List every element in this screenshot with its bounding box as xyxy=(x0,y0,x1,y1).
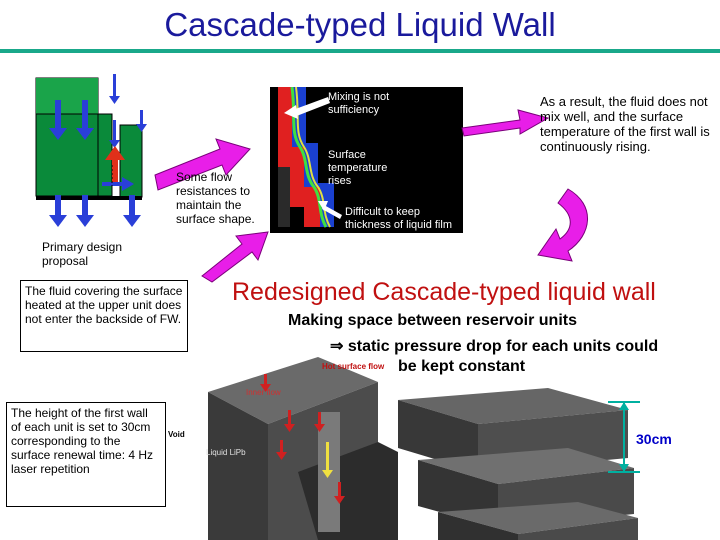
result-text: As a result, the fluid does not mix well… xyxy=(540,94,710,154)
primary-design-schematic xyxy=(35,74,147,227)
primary-design-label: Primary design proposal xyxy=(42,240,123,268)
magenta-arrow-diagonal xyxy=(201,231,269,283)
magenta-arrow-result xyxy=(461,109,550,137)
redesign-title: Redesigned Cascade-typed liquid wall xyxy=(232,278,656,306)
liquid-lipb-label: Liquid LiPb xyxy=(206,448,246,457)
sim-surface-temp-label: Surface temperature rises xyxy=(328,149,388,187)
simulation-image xyxy=(270,87,463,233)
redesign-line-1: Making space between reservoir units xyxy=(288,312,577,329)
cad-model-left xyxy=(208,357,398,540)
hot-surface-flow-label: Hot surface flow xyxy=(322,362,385,371)
title-rule xyxy=(0,49,720,53)
sim-mixing-label: Mixing is not sufficiency xyxy=(328,91,390,116)
redesign-line-2: ⇒ static pressure drop for each units co… xyxy=(330,338,659,355)
redesign-line-3: be kept constant xyxy=(398,358,526,375)
inner-flow-label: Inner flow xyxy=(246,388,281,397)
sim-difficult-label: Difficult to keep thickness of liquid fi… xyxy=(345,206,452,231)
curved-magenta-arrow xyxy=(537,188,588,262)
cad-model-right xyxy=(398,388,638,540)
height-note-box: The height of the first wall of each uni… xyxy=(6,402,166,507)
page-title: Cascade-typed Liquid Wall xyxy=(164,6,556,43)
flow-resistance-text: Some flow resistances to maintain the su… xyxy=(176,170,255,226)
dimension-label: 30cm xyxy=(636,431,672,447)
magenta-arrow-right xyxy=(154,138,251,191)
fluid-note-box: The fluid covering the surface heated at… xyxy=(20,280,188,352)
dimension-marker xyxy=(608,401,640,473)
void-label: Void xyxy=(168,430,185,439)
